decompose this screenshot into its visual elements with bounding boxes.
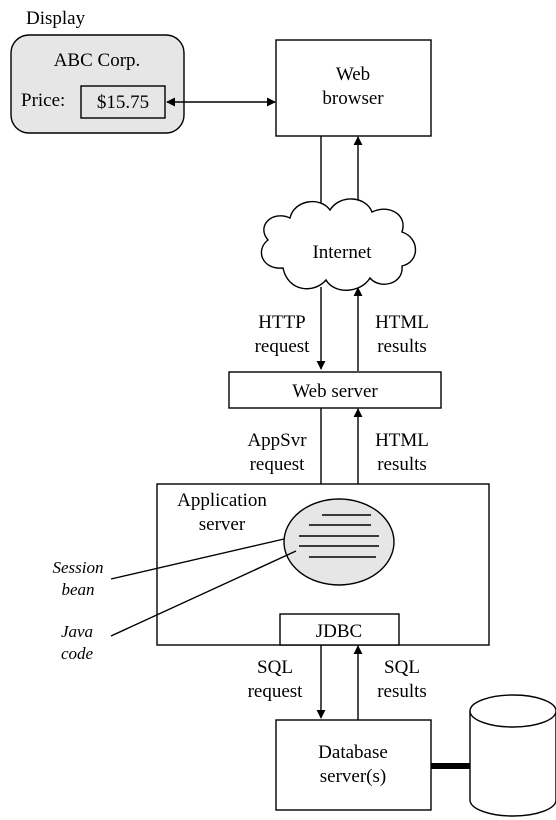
sql-request-label-2: request (248, 681, 304, 702)
web-browser-label-1: Web (336, 64, 370, 85)
jdbc-box (279, 613, 400, 646)
html-results-mid-label-1: HTML (375, 430, 429, 451)
web-browser-label-2: browser (322, 88, 384, 109)
web-browser-box (275, 39, 432, 137)
database-server-label-2: server(s) (320, 766, 386, 787)
sql-results-label-1: SQL (384, 657, 420, 678)
http-request-label-2: request (255, 336, 311, 357)
java-code-leader (110, 550, 297, 637)
application-server-label-1: Application (177, 490, 267, 511)
java-code-label-1: Java (61, 622, 93, 641)
appsvr-request-label-2: request (250, 454, 306, 475)
session-bean-label-1: Session (53, 558, 104, 577)
html-results-top-label-1: HTML (375, 312, 429, 333)
database-server-label-1: Database (318, 742, 388, 763)
appsvr-request-label-1: AppSvr (247, 430, 307, 451)
sql-results-label-2: results (377, 681, 427, 702)
display-price-value: $15.75 (97, 92, 149, 113)
display-price-label: Price: (21, 90, 65, 111)
http-request-label-1: HTTP (258, 312, 306, 333)
html-results-mid-label-2: results (377, 454, 427, 475)
sql-request-label-1: SQL (257, 657, 293, 678)
display-price-box (80, 85, 166, 119)
database-server-box (275, 719, 432, 811)
java-code-lines (299, 514, 379, 558)
database-cylinder-icon (469, 694, 556, 817)
jdbc-label: JDBC (316, 621, 362, 642)
internet-label: Internet (312, 242, 372, 263)
display-company: ABC Corp. (54, 50, 141, 71)
application-server-label-2: server (199, 514, 246, 535)
session-bean-label-2: bean (61, 580, 94, 599)
web-server-label: Web server (292, 381, 378, 402)
session-bean-ellipse (283, 498, 395, 586)
display-caption: Display (26, 8, 86, 29)
html-results-top-label-2: results (377, 336, 427, 357)
session-bean-leader (110, 538, 285, 580)
internet-cloud (260, 198, 417, 291)
java-code-label-2: code (61, 644, 94, 663)
web-server-box (228, 371, 442, 409)
